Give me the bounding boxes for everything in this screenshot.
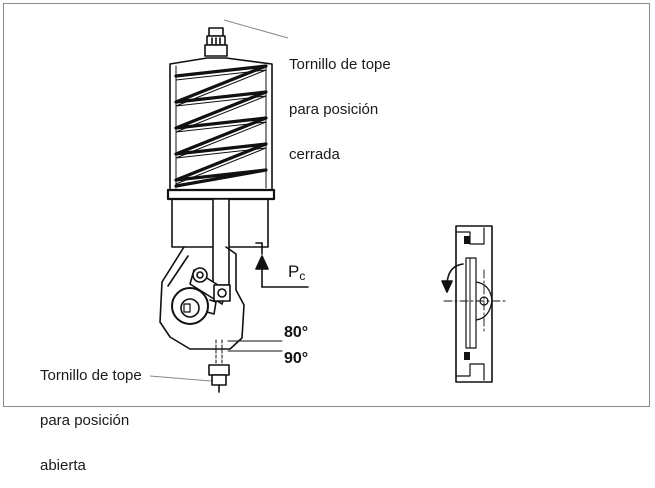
piston-plate [166, 188, 276, 201]
closed-stop-line-3: cerrada [289, 146, 340, 163]
pressure-label: Pc [288, 262, 305, 283]
leader-line-closed [223, 19, 289, 39]
angle-marks [227, 340, 283, 352]
valve-side-view [443, 225, 507, 383]
pressure-main: P [288, 262, 300, 281]
leader-line-open [149, 375, 212, 382]
figure-frame [3, 3, 650, 407]
top-stop-screw [204, 27, 228, 57]
bottom-stop-screw [208, 339, 230, 393]
open-stop-label: Tornillo de tope para posición abierta [40, 338, 142, 488]
cylinder-body [171, 198, 269, 286]
open-stop-line-1: Tornillo de tope [40, 367, 142, 384]
pressure-arrow [255, 255, 309, 288]
rotation-arrow [441, 263, 464, 293]
closed-stop-label: Tornillo de tope para posición cerrada [289, 27, 391, 177]
closed-stop-line-1: Tornillo de tope [289, 56, 391, 73]
closed-stop-line-2: para posición [289, 101, 379, 118]
lever-housing [159, 246, 245, 350]
coil-spring [174, 64, 268, 188]
angle-80-label: 80° [284, 324, 309, 341]
open-stop-line-2: para posición [40, 412, 130, 429]
open-stop-line-3: abierta [40, 457, 86, 474]
actuator-diagram [149, 19, 507, 393]
lever-linkage [189, 267, 231, 305]
shaft-cam [171, 287, 217, 325]
angle-90-label: 90° [284, 350, 309, 367]
pressure-subscript: c [299, 269, 306, 283]
